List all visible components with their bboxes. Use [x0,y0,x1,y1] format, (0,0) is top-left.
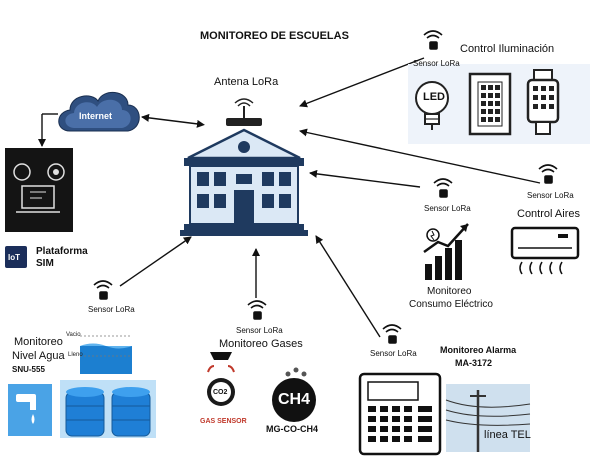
sensor-label-gas: Sensor LoRa [236,326,283,335]
tank-tag-top: Vacio [66,332,81,338]
alarm-model: MA-3172 [455,358,493,368]
phone-line-label: línea TEL [484,429,531,441]
sensor-wifi-icon-alarm [382,324,402,344]
platform-label-line2: SIM [36,258,54,269]
sensor-wifi-icon-energy [433,178,453,198]
energy-label-line1: Monitoreo [427,286,472,297]
internet-cloud-icon [58,92,140,132]
arrow-lighting-to-antenna [299,57,425,108]
lighting-devices-panel [408,64,590,144]
gas-sensor-text: GAS SENSOR [200,418,247,425]
sensor-label-energy: Sensor LoRa [424,204,471,213]
school-building-icon [180,98,308,236]
platform-device-icon [5,148,73,232]
arrow-alarm-to-school [315,235,381,338]
sensor-wifi-icon-water [93,280,113,300]
led-text: LED [423,91,445,103]
sensor-wifi-icon-air [538,164,558,184]
water-label-line2: Nivel Agua [12,350,65,362]
arrow-school-to-cloud [141,113,205,128]
cloud-label: Internet [79,111,113,121]
water-tanks-icon [60,380,156,438]
arrow-energy-to-school [309,169,421,188]
air-conditioner-icon [510,226,580,275]
water-tap-icon [8,384,52,436]
platform-label-line1: Plataforma [36,246,88,257]
iot-badge-icon [5,246,27,268]
arrow-water-to-school [119,236,192,287]
connection-arrows [38,57,541,338]
sensor-label-alarm: Sensor LoRa [370,349,417,358]
antenna-label: Antena LoRa [214,76,279,88]
water-level-sensor-icon [80,326,132,374]
sensor-wifi-icon-gas [247,300,267,320]
water-model: SNU-555 [12,365,45,374]
ch4-sensor-icon [272,367,316,422]
alarm-label: Monitoreo Alarma [440,345,517,355]
water-label-line1: Monitoreo [14,336,63,348]
arrow-air-to-school [299,128,541,184]
energy-chart-icon [423,223,469,280]
sensor-wifi-icon-lighting [423,30,443,50]
phone-line-icon [445,384,531,452]
co2-text: CO2 [213,389,228,396]
ch4-text: CH4 [278,391,311,408]
sensor-label-lighting: Sensor LoRa [413,59,460,68]
air-label: Control Aires [517,208,580,220]
sensor-label-air: Sensor LoRa [527,191,574,200]
co2-sensor-icon [207,352,235,406]
gas-label: Monitoreo Gases [219,338,303,350]
gas-model: MG-CO-CH4 [266,424,318,434]
tank-tag-bottom: Lleno [68,352,83,358]
energy-label-line2: Consumo Eléctrico [409,299,493,310]
diagram-title: MONITOREO DE ESCUELAS [200,30,349,42]
alarm-panel-icon [358,372,442,456]
iot-badge-text: IoT [8,253,20,262]
lighting-label: Control Iluminación [460,43,555,55]
sensor-label-water: Sensor LoRa [88,305,135,314]
